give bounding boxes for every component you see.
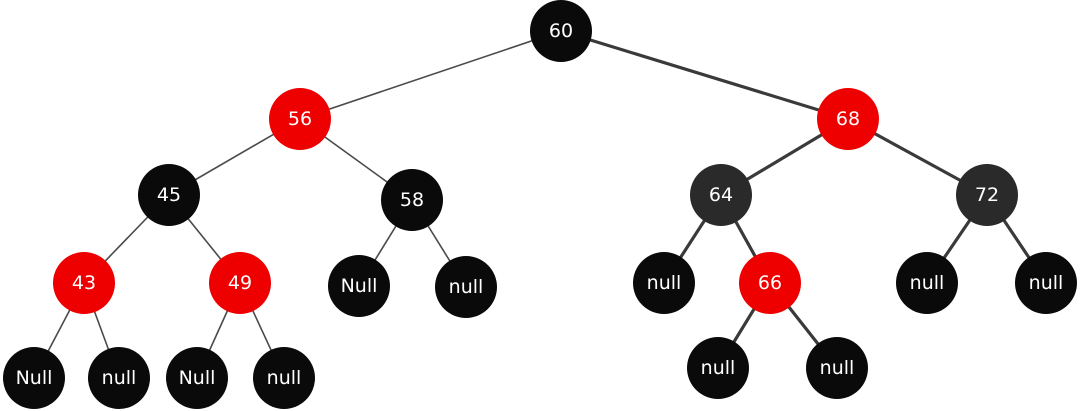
node-circle-black <box>328 255 390 317</box>
node-label: 60 <box>549 20 573 42</box>
node-label: 64 <box>709 184 733 206</box>
node-label: 72 <box>975 184 999 206</box>
edge-n60-n56 <box>299 30 562 120</box>
tree-node-null: null <box>806 337 868 399</box>
node-circle-black <box>3 347 65 409</box>
node-label: 49 <box>228 272 252 294</box>
tree-node-null: null <box>687 337 749 399</box>
node-circle-red <box>269 88 331 150</box>
tree-node-null: Null <box>328 255 390 317</box>
node-circle-dark_gray <box>690 164 752 226</box>
node-label: 58 <box>400 189 424 211</box>
node-circle-black <box>896 252 958 314</box>
tree-node-56: 56 <box>269 88 331 150</box>
node-circle-black <box>138 164 200 226</box>
node-circle-black <box>1015 252 1077 314</box>
node-label: Null <box>179 367 216 389</box>
node-circle-black <box>381 169 443 231</box>
node-circle-black <box>687 337 749 399</box>
node-label: null <box>102 367 137 389</box>
node-circle-red <box>53 252 115 314</box>
node-label: 56 <box>288 108 312 130</box>
node-circle-red <box>739 252 801 314</box>
tree-node-null: null <box>88 347 150 409</box>
tree-node-null: Null <box>166 347 228 409</box>
node-circle-black <box>435 256 497 318</box>
tree-node-null: null <box>1015 252 1077 314</box>
tree-node-null: null <box>435 256 497 318</box>
node-label: 68 <box>836 108 860 130</box>
node-circle-black <box>166 347 228 409</box>
tree-node-66: 66 <box>739 252 801 314</box>
tree-node-43: 43 <box>53 252 115 314</box>
node-label: null <box>701 357 736 379</box>
node-label: null <box>820 357 855 379</box>
tree-node-68: 68 <box>817 88 879 150</box>
node-label: null <box>647 272 682 294</box>
node-circle-black <box>633 252 695 314</box>
edge-n60-n68 <box>559 29 850 121</box>
node-circle-dark_gray <box>956 164 1018 226</box>
node-circle-red <box>209 252 271 314</box>
node-circle-red <box>817 88 879 150</box>
node-circle-black <box>806 337 868 399</box>
tree-node-null: null <box>633 252 695 314</box>
tree-node-45: 45 <box>138 164 200 226</box>
tree-node-72: 72 <box>956 164 1018 226</box>
tree-node-64: 64 <box>690 164 752 226</box>
tree-node-58: 58 <box>381 169 443 231</box>
node-label: null <box>449 276 484 298</box>
tree-node-null: Null <box>3 347 65 409</box>
node-label: 66 <box>758 272 782 294</box>
tree-node-null: null <box>253 347 315 409</box>
node-circle-black <box>253 347 315 409</box>
node-label: Null <box>16 367 53 389</box>
tree-node-49: 49 <box>209 252 271 314</box>
node-label: null <box>910 272 945 294</box>
node-label: Null <box>341 275 378 297</box>
node-label: null <box>267 367 302 389</box>
node-label: null <box>1029 272 1064 294</box>
tree-node-null: null <box>896 252 958 314</box>
node-label: 45 <box>157 184 181 206</box>
node-circle-black <box>530 0 592 62</box>
node-label: 43 <box>72 272 96 294</box>
node-circle-black <box>88 347 150 409</box>
tree-node-60: 60 <box>530 0 592 62</box>
